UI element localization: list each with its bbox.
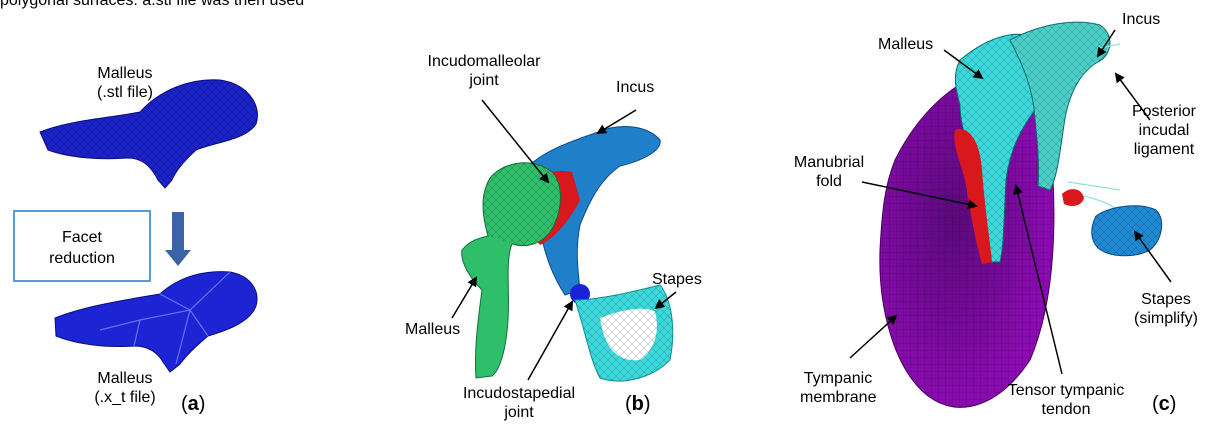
stapes-model-b [575, 285, 673, 381]
panel-letter-a: (a) [181, 393, 205, 415]
down-arrow [165, 212, 191, 266]
incudostapedial-joint-c [1062, 189, 1084, 206]
facet-reduction-box: Facet reduction [13, 210, 151, 282]
arrow-tympanic-membrane [850, 316, 896, 358]
label-malleus-stl: Malleus(.stl file) [90, 64, 160, 102]
panel-letter-b: (b) [625, 393, 651, 415]
label-malleus-b: Malleus [405, 320, 460, 339]
arrow-incudostapedial [528, 302, 572, 380]
label-stapes-c: Stapes(simplify) [1126, 290, 1206, 328]
label-incus-c: Incus [1122, 10, 1160, 29]
panel-letter-c: (c) [1152, 393, 1176, 415]
label-malleus-xt: Malleus(.x_t file) [80, 369, 170, 407]
malleus-xt-model [55, 272, 257, 372]
label-incus-b: Incus [616, 78, 654, 97]
label-malleus-c: Malleus [878, 35, 933, 54]
malleus-model-b [462, 163, 561, 378]
arrow-malleus-b [452, 278, 476, 318]
label-stapes-b: Stapes [652, 270, 702, 289]
